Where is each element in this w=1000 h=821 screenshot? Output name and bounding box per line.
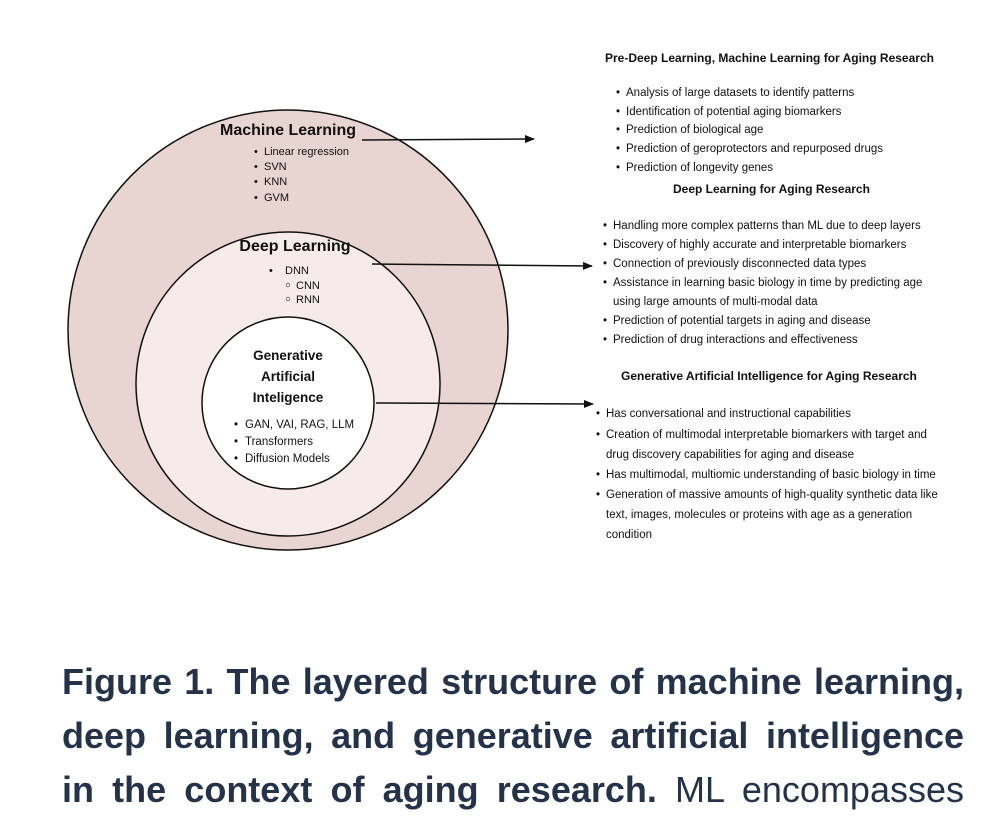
gai-item: GAN, VAI, RAG, LLM xyxy=(245,419,354,431)
dl-subitem: RNN xyxy=(296,294,320,306)
gai-title-line: Inteligence xyxy=(253,390,324,405)
ml-panel-bullet: Analysis of large datasets to identify p… xyxy=(626,87,854,99)
bullet-marker: • xyxy=(616,162,620,174)
bullet-marker: • xyxy=(596,469,600,481)
dl-panel-bullets: • Handling more complex patterns than ML… xyxy=(603,220,922,346)
gai-item: Diffusion Models xyxy=(245,453,330,465)
gai-panel-heading: Generative Artificial Intelligence for A… xyxy=(621,369,917,383)
dl-item: DNN xyxy=(285,265,309,277)
ml-title: Machine Learning xyxy=(220,122,356,139)
gai-title-line: Artificial xyxy=(261,369,315,384)
gai-panel-bullet: condition xyxy=(606,529,652,541)
gai-bullet-marker: • xyxy=(234,419,238,431)
dl-arrow xyxy=(371,261,593,270)
dl-title: Deep Learning xyxy=(239,238,350,255)
gai-panel-bullet: Creation of multimodal interpretable bio… xyxy=(606,429,927,441)
dl-panel-bullet: Handling more complex patterns than ML d… xyxy=(613,220,921,232)
gai-panel-bullets: • Has conversational and instructional c… xyxy=(596,408,938,541)
dl-bullet-marker: • xyxy=(269,265,273,277)
bullet-marker: • xyxy=(616,143,620,155)
gai-arrow xyxy=(375,399,594,408)
bullet-marker: • xyxy=(603,334,607,346)
ml-item: GVM xyxy=(264,192,289,204)
aging-research-diagram: Machine Learning • Linear regression • S… xyxy=(67,51,938,551)
bullet-marker: • xyxy=(603,277,607,289)
bullet-marker: • xyxy=(603,315,607,327)
bullet-marker: • xyxy=(596,408,600,420)
ml-panel-bullet: Prediction of geroprotectors and repurpo… xyxy=(626,143,883,155)
figure-caption-bold: Figure 1. The layered structure of machi… xyxy=(62,661,964,810)
dl-panel-bullet: Prediction of potential targets in aging… xyxy=(613,315,871,327)
ml-panel-bullets: • Analysis of large datasets to identify… xyxy=(616,87,883,174)
ml-arrow xyxy=(361,135,535,144)
gai-item: Transformers xyxy=(245,436,313,448)
bullet-marker: • xyxy=(616,124,620,136)
bullet-marker: • xyxy=(603,220,607,232)
ml-bullet-marker: • xyxy=(254,161,258,173)
gai-panel-bullet: text, images, molecules or proteins with… xyxy=(606,509,912,521)
gai-panel-bullet: Generation of massive amounts of high-qu… xyxy=(606,489,938,501)
gai-panel-bullet: drug discovery capabilities for aging an… xyxy=(606,449,854,461)
gai-panel-bullet: Has multimodal, multiomic understanding … xyxy=(606,469,936,481)
dl-panel-bullet: Assistance in learning basic biology in … xyxy=(613,277,922,289)
dl-panel-heading: Deep Learning for Aging Research xyxy=(673,182,870,196)
dl-panel-bullet: Prediction of drug interactions and effe… xyxy=(613,334,858,346)
ml-bullet-marker: • xyxy=(254,176,258,188)
gai-bullet-marker: • xyxy=(234,436,238,448)
dl-subitem: CNN xyxy=(296,280,320,292)
ml-bullet-marker: • xyxy=(254,192,258,204)
figure-caption-text: ML encompasses xyxy=(656,769,964,810)
dl-panel-bullet: Discovery of highly accurate and interpr… xyxy=(613,239,907,251)
dl-subbullet-marker xyxy=(285,296,291,302)
figure-caption: Figure 1. The layered structure of machi… xyxy=(62,655,964,817)
bullet-marker: • xyxy=(616,87,620,99)
ml-panel-heading: Pre-Deep Learning, Machine Learning for … xyxy=(605,51,934,65)
dl-subbullet-marker xyxy=(285,282,291,288)
gai-bullet-marker: • xyxy=(234,453,238,465)
bullet-marker: • xyxy=(603,239,607,251)
bullet-marker: • xyxy=(596,429,600,441)
ml-panel-bullet: Prediction of longevity genes xyxy=(626,162,773,174)
ml-panel-bullet: Prediction of biological age xyxy=(626,124,763,136)
gai-circle xyxy=(201,316,375,490)
dl-panel-bullet: Connection of previously disconnected da… xyxy=(613,258,866,270)
ml-bullet-marker: • xyxy=(254,146,258,158)
ml-panel-bullet: Identification of potential aging biomar… xyxy=(626,106,842,118)
ml-item: KNN xyxy=(264,176,287,188)
ml-item: SVN xyxy=(264,161,287,173)
bullet-marker: • xyxy=(603,258,607,270)
gai-panel-bullet: Has conversational and instructional cap… xyxy=(606,408,851,420)
dl-panel-bullet: using large amounts of multi-modal data xyxy=(613,296,818,308)
ml-item: Linear regression xyxy=(264,146,349,158)
bullet-marker: • xyxy=(616,106,620,118)
gai-title-line: Generative xyxy=(253,348,323,363)
bullet-marker: • xyxy=(596,489,600,501)
